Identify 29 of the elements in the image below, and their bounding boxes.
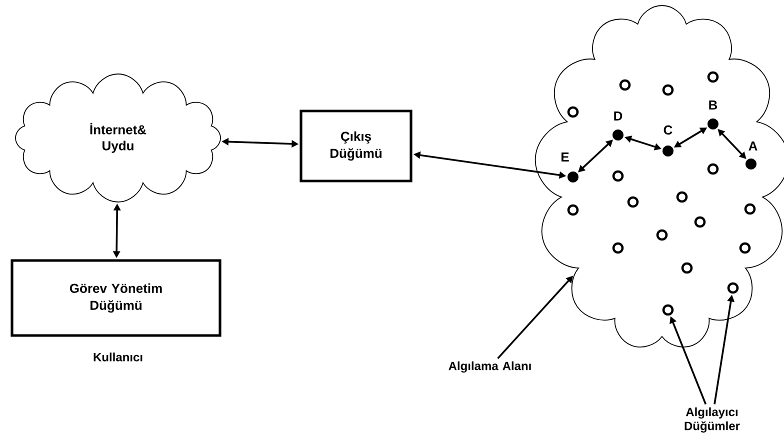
sensor-ring <box>744 203 756 215</box>
node-letter: B <box>709 100 718 110</box>
sensor-ring <box>567 106 579 118</box>
cloud: İnternet& Uydu <box>15 74 221 202</box>
sensor-ring <box>727 282 739 294</box>
sensor-ring <box>694 216 706 228</box>
sensor-ring <box>681 262 693 274</box>
sensor-ring <box>612 242 624 254</box>
sensor-ring <box>707 163 719 175</box>
sensor-ring <box>707 71 719 83</box>
sensor-ring <box>739 242 751 254</box>
node-letter: C <box>664 125 672 135</box>
caption-text: Kullanıcı <box>94 352 142 362</box>
cloud <box>534 5 784 348</box>
sensor-ring <box>612 170 624 182</box>
sensor-ring <box>676 191 688 203</box>
node-letter: E <box>562 152 569 162</box>
area-label: Algılayıcı Düğümler <box>684 407 740 433</box>
process-box: Çıkış Düğümü <box>300 110 412 182</box>
process-box: Görev Yönetim Düğümü <box>10 259 222 337</box>
sensor-ring <box>662 304 674 316</box>
area-label: Algılama Alanı <box>448 361 531 373</box>
node-letter: A <box>748 142 758 150</box>
sensor-ring <box>662 84 674 96</box>
sensor-ring <box>656 229 668 241</box>
sensor-ring <box>567 204 579 216</box>
sensor-ring <box>619 79 631 91</box>
node-letter: D <box>614 112 622 120</box>
sensor-ring <box>627 196 639 208</box>
